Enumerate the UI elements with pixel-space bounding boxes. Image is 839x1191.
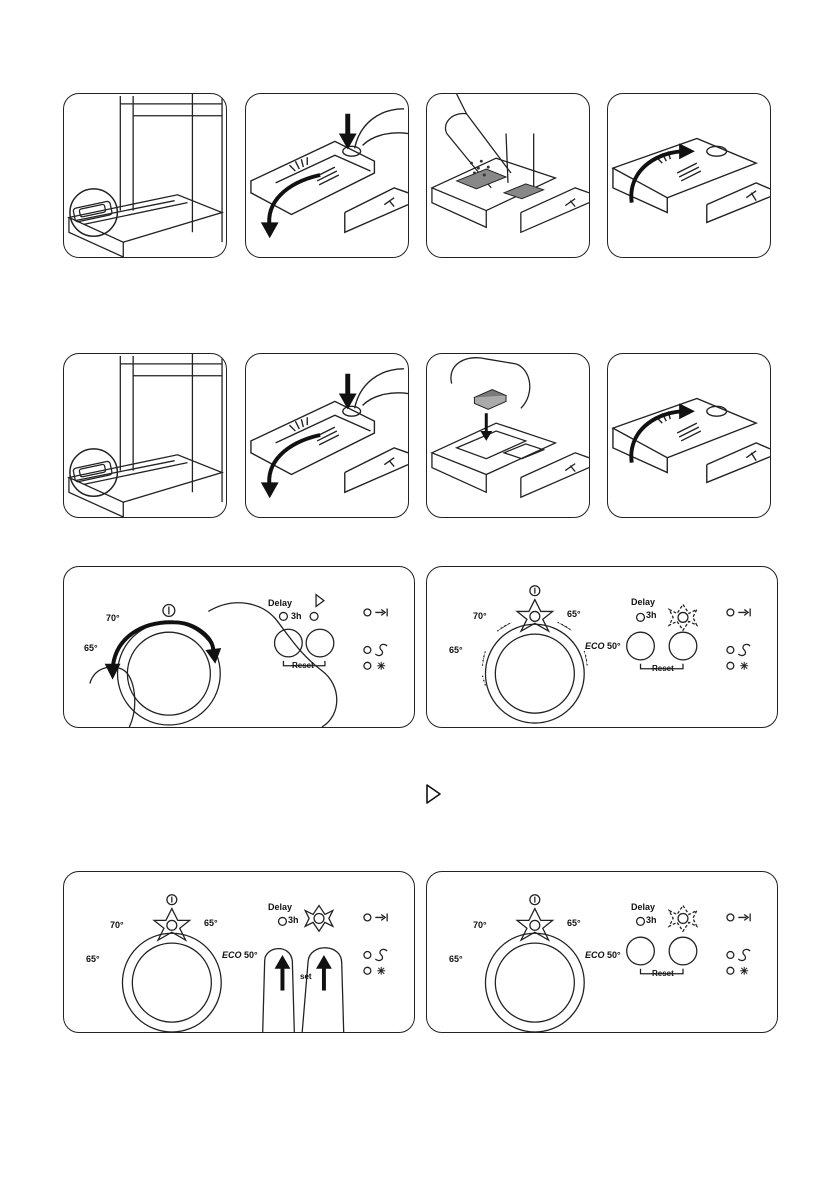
eco-label: ECO bbox=[585, 641, 605, 651]
step-add-tablet-panel bbox=[426, 353, 590, 518]
control-panel-turn-knob: 70° 65° Delay 3h Reset bbox=[63, 566, 415, 728]
eco-label: ECO bbox=[222, 950, 242, 960]
delay-value: 3h bbox=[646, 610, 657, 620]
program-knob-icon bbox=[121, 894, 388, 1032]
temp-70-label: 70° bbox=[110, 920, 124, 930]
temp-65-left-label: 65° bbox=[449, 645, 463, 655]
temp-65-right-label: 65° bbox=[567, 609, 581, 619]
program-knob-icon bbox=[484, 894, 751, 1032]
temp-65-left-label: 65° bbox=[449, 954, 463, 964]
temp-65-right-label: 65° bbox=[567, 918, 581, 928]
program-knob-icon bbox=[481, 585, 751, 724]
delay-label: Delay bbox=[268, 598, 293, 608]
temp-70-label: 70° bbox=[106, 613, 120, 623]
delay-value: 3h bbox=[288, 915, 299, 925]
temp-50-label: 50° bbox=[244, 950, 258, 960]
temp-65-left-label: 65° bbox=[84, 643, 98, 653]
temp-70-label: 70° bbox=[473, 920, 487, 930]
step-press-release-panel bbox=[245, 93, 409, 258]
temp-65-right-label: 65° bbox=[204, 918, 218, 928]
temp-50-label: 50° bbox=[607, 950, 621, 960]
close-lid-arrow-icon bbox=[611, 397, 770, 484]
delay-value: 3h bbox=[291, 611, 302, 621]
step-open-door-panel bbox=[63, 93, 227, 258]
control-panel-reset: 70° 65° 65° ECO 50° Delay 3h Reset bbox=[426, 871, 778, 1033]
step-press-release-panel-2 bbox=[245, 353, 409, 518]
delay-label: Delay bbox=[631, 597, 656, 607]
set-label: set bbox=[300, 972, 312, 981]
reset-label: Reset bbox=[652, 969, 674, 978]
dispenser-lid-icon bbox=[250, 368, 408, 499]
start-icon bbox=[426, 784, 441, 804]
temp-70-label: 70° bbox=[473, 611, 487, 621]
tablet-icon bbox=[430, 357, 589, 499]
dishwasher-icon bbox=[66, 354, 224, 517]
eco-label: ECO bbox=[585, 950, 605, 960]
close-lid-arrow-icon bbox=[611, 137, 770, 224]
control-panel-press-buttons: 70° 65° 65° ECO 50° Delay 3h set bbox=[63, 871, 415, 1033]
temp-50-label: 50° bbox=[607, 641, 621, 651]
step-close-lid-panel bbox=[607, 93, 771, 258]
dishwasher-icon bbox=[66, 94, 224, 257]
delay-value: 3h bbox=[646, 915, 657, 925]
program-knob-icon bbox=[89, 593, 388, 727]
step-open-door-panel-2 bbox=[63, 353, 227, 518]
step-add-detergent-panel bbox=[426, 93, 590, 258]
reset-label: Reset bbox=[292, 661, 314, 670]
temp-65-left-label: 65° bbox=[86, 954, 100, 964]
control-panel-select-program: 70° 65° 65° ECO 50° Delay 3h Reset bbox=[426, 566, 778, 728]
delay-label: Delay bbox=[631, 902, 656, 912]
delay-label: Delay bbox=[268, 902, 293, 912]
detergent-powder-icon bbox=[430, 94, 589, 234]
reset-label: Reset bbox=[652, 664, 674, 673]
step-close-lid-panel-2 bbox=[607, 353, 771, 518]
dispenser-lid-icon bbox=[250, 108, 408, 239]
